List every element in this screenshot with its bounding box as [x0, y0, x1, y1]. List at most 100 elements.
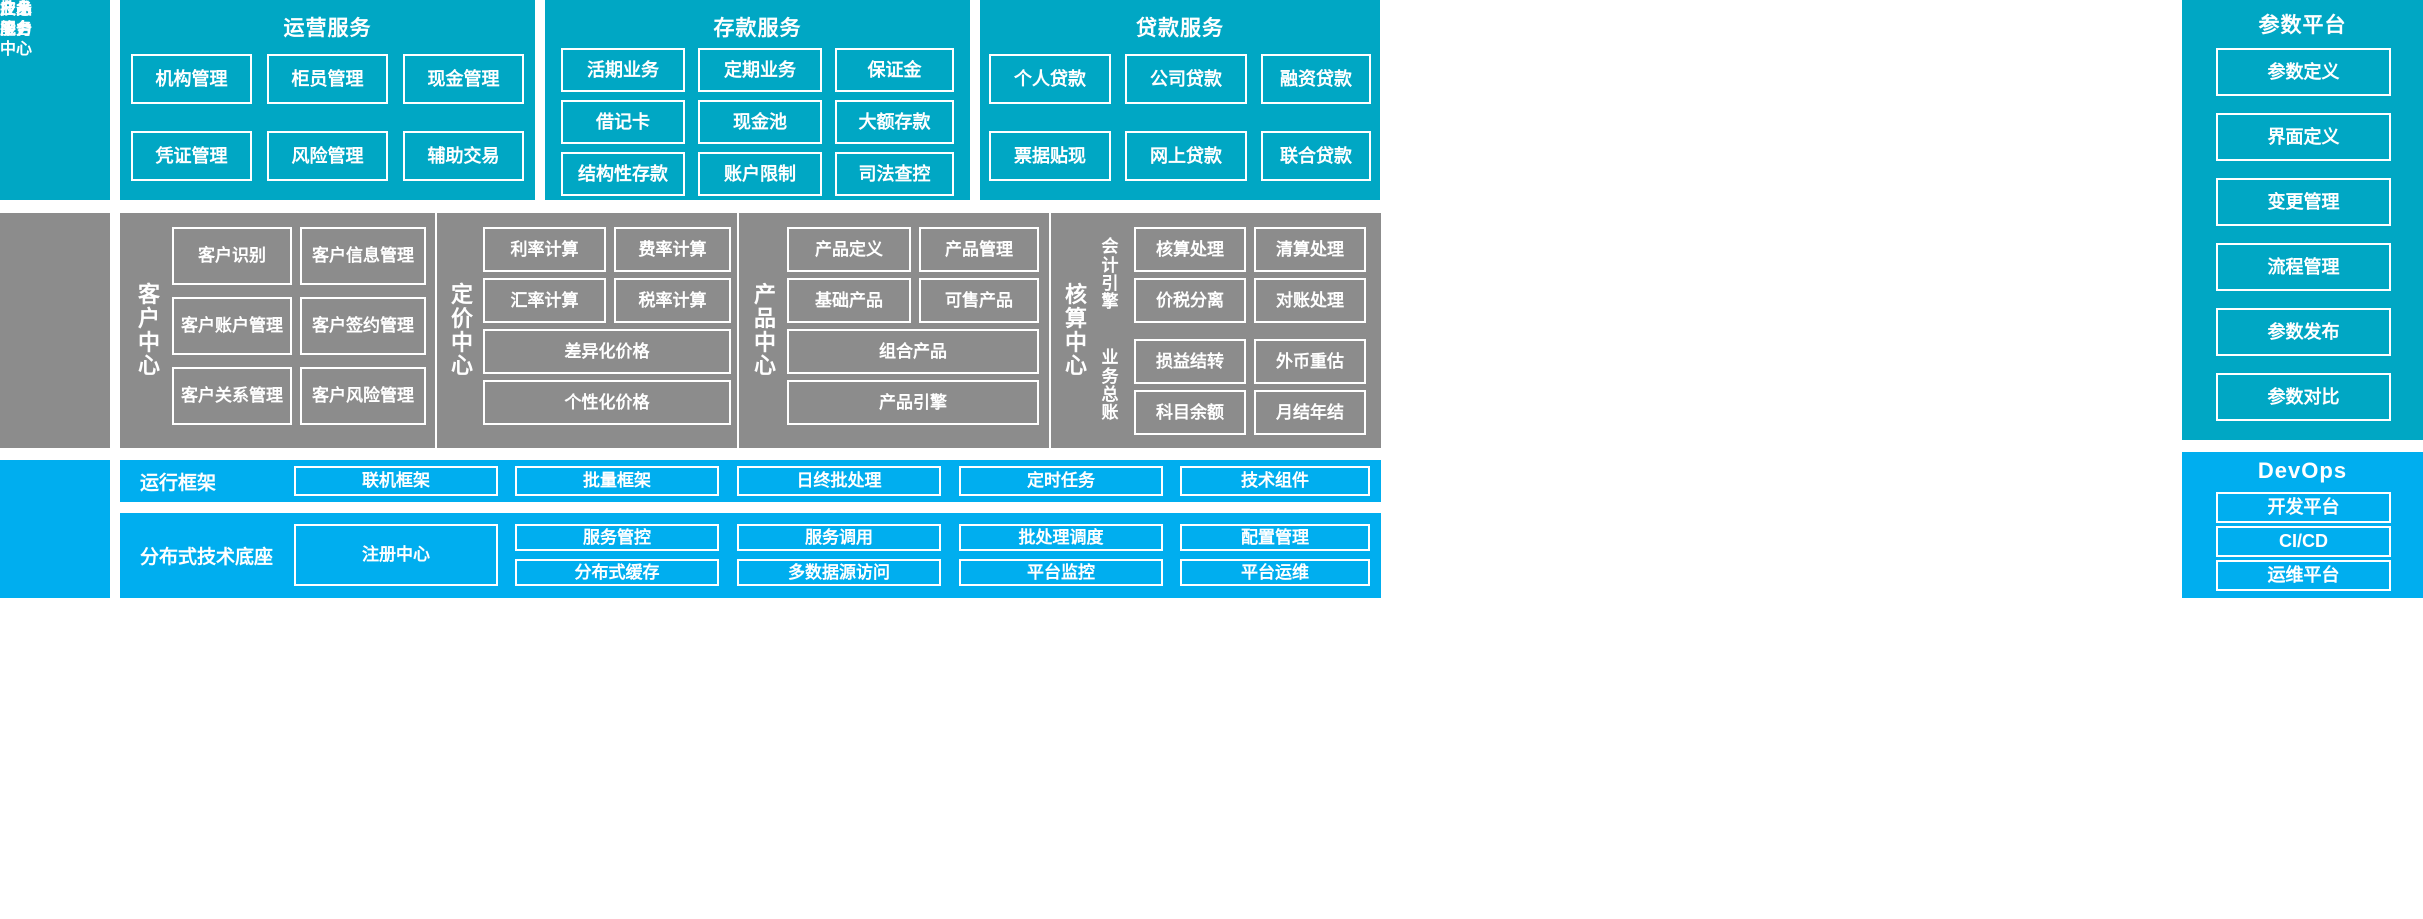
accounting-center-label: 核算中心 [1064, 282, 1087, 379]
box-customer-item[interactable]: 客户风险管理 [300, 367, 426, 425]
runtime-framework-label: 运行框架 [140, 472, 217, 494]
box-customer-item[interactable]: 客户账户管理 [172, 297, 292, 355]
box-tech-base-item[interactable]: 多数据源访问 [737, 559, 941, 586]
box-parameter-item[interactable]: 参数对比 [2216, 373, 2391, 421]
devops-title: DevOps [2257, 458, 2348, 483]
box-operations-item[interactable]: 风险管理 [267, 131, 388, 181]
band-product-service [0, 0, 110, 200]
box-tech-base-item[interactable]: 配置管理 [1180, 524, 1370, 551]
box-operations-item[interactable]: 现金管理 [403, 54, 524, 104]
box-tech-base-item[interactable]: 分布式缓存 [515, 559, 719, 586]
box-pricing-item[interactable]: 费率计算 [614, 227, 731, 272]
box-customer-item[interactable]: 客户识别 [172, 227, 292, 285]
band-product-service-label: 产品服务 [0, 1, 33, 38]
box-parameter-item[interactable]: 变更管理 [2216, 178, 2391, 226]
box-devops-item[interactable]: 运维平台 [2216, 560, 2391, 591]
panel-runtime-framework: 运行框架 联机框架 批量框架 日终批处理 定时任务 技术组件 [120, 460, 1381, 502]
panel-tech-base: 分布式技术底座 注册中心 服务管控 服务调用 批处理调度 配置管理 分布式缓存 … [120, 513, 1381, 598]
box-pricing-wide-item[interactable]: 个性化价格 [483, 380, 731, 425]
box-deposit-item[interactable]: 现金池 [698, 100, 822, 144]
box-devops-item[interactable]: 开发平台 [2216, 492, 2391, 523]
panel-pricing-center: 定价中心 利率计算 费率计算 汇率计算 税率计算 差异化价格 个性化价格 [437, 213, 737, 448]
operations-service-title: 运营服务 [283, 17, 372, 40]
box-deposit-item[interactable]: 司法查控 [835, 152, 954, 196]
box-deposit-item[interactable]: 借记卡 [561, 100, 685, 144]
panel-loan-service: 贷款服务 个人贷款 公司贷款 融资贷款 票据贴现 网上贷款 联合贷款 [980, 0, 1380, 200]
box-deposit-item[interactable]: 保证金 [835, 48, 954, 92]
box-runtime-item[interactable]: 技术组件 [1180, 466, 1370, 496]
box-deposit-item[interactable]: 定期业务 [698, 48, 822, 92]
box-loan-item[interactable]: 联合贷款 [1261, 131, 1371, 181]
box-product-item[interactable]: 产品管理 [919, 227, 1039, 272]
box-accounting-engine-item[interactable]: 价税分离 [1134, 278, 1246, 323]
box-accounting-engine-item[interactable]: 清算处理 [1254, 227, 1366, 272]
box-operations-item[interactable]: 柜员管理 [267, 54, 388, 104]
box-runtime-item[interactable]: 联机框架 [294, 466, 498, 496]
band-capability-center [0, 213, 110, 448]
box-parameter-item[interactable]: 界面定义 [2216, 113, 2391, 161]
box-product-wide-item[interactable]: 产品引擎 [787, 380, 1039, 425]
box-accounting-ledger-item[interactable]: 外币重估 [1254, 339, 1366, 384]
box-accounting-engine-item[interactable]: 核算处理 [1134, 227, 1246, 272]
band-capability-center-label: 业务能力中心 [0, 1, 33, 58]
box-deposit-item[interactable]: 活期业务 [561, 48, 685, 92]
accounting-sub-label-engine: 会计引擎 [1101, 237, 1119, 312]
band-tech-platform [0, 460, 110, 598]
box-loan-item[interactable]: 融资贷款 [1261, 54, 1371, 104]
box-accounting-engine-item[interactable]: 对账处理 [1254, 278, 1366, 323]
box-product-wide-item[interactable]: 组合产品 [787, 329, 1039, 374]
box-runtime-item[interactable]: 批量框架 [515, 466, 719, 496]
box-tech-base-item[interactable]: 平台运维 [1180, 559, 1370, 586]
box-loan-item[interactable]: 公司贷款 [1125, 54, 1247, 104]
box-tech-base-item[interactable]: 平台监控 [959, 559, 1163, 586]
box-operations-item[interactable]: 凭证管理 [131, 131, 252, 181]
panel-devops: DevOps 开发平台 CI/CD 运维平台 [2182, 452, 2423, 598]
box-parameter-item[interactable]: 流程管理 [2216, 243, 2391, 291]
box-pricing-wide-item[interactable]: 差异化价格 [483, 329, 731, 374]
box-product-item[interactable]: 可售产品 [919, 278, 1039, 323]
box-accounting-ledger-item[interactable]: 损益结转 [1134, 339, 1246, 384]
panel-deposit-service: 存款服务 活期业务 定期业务 保证金 借记卡 现金池 大额存款 结构性存款 账户… [545, 0, 970, 200]
panel-product-center: 产品中心 产品定义 产品管理 基础产品 可售产品 组合产品 产品引擎 [739, 213, 1049, 448]
box-parameter-item[interactable]: 参数定义 [2216, 48, 2391, 96]
panel-customer-center: 客户中心 客户识别 客户信息管理 客户账户管理 客户签约管理 客户关系管理 客户… [120, 213, 435, 448]
box-deposit-item[interactable]: 结构性存款 [561, 152, 685, 196]
panel-parameter-platform: 参数平台 参数定义 界面定义 变更管理 流程管理 参数发布 参数对比 [2182, 0, 2423, 440]
box-customer-item[interactable]: 客户信息管理 [300, 227, 426, 285]
box-tech-base-item[interactable]: 服务调用 [737, 524, 941, 551]
box-product-item[interactable]: 基础产品 [787, 278, 911, 323]
loan-service-title: 贷款服务 [1136, 17, 1224, 40]
box-pricing-item[interactable]: 利率计算 [483, 227, 606, 272]
box-customer-item[interactable]: 客户关系管理 [172, 367, 292, 425]
band-tech-platform-label: 技术平台 [0, 1, 33, 38]
box-parameter-item[interactable]: 参数发布 [2216, 308, 2391, 356]
box-pricing-item[interactable]: 税率计算 [614, 278, 731, 323]
pricing-center-label: 定价中心 [450, 282, 473, 379]
customer-center-label: 客户中心 [137, 282, 160, 379]
box-operations-item[interactable]: 机构管理 [131, 54, 252, 104]
product-center-label: 产品中心 [753, 282, 776, 379]
deposit-service-title: 存款服务 [713, 17, 802, 40]
box-product-item[interactable]: 产品定义 [787, 227, 911, 272]
parameter-platform-title: 参数平台 [2258, 14, 2347, 37]
accounting-sub-label-ledger: 业务总账 [1101, 348, 1119, 423]
box-deposit-item[interactable]: 账户限制 [698, 152, 822, 196]
box-pricing-item[interactable]: 汇率计算 [483, 278, 606, 323]
box-loan-item[interactable]: 票据贴现 [989, 131, 1111, 181]
box-loan-item[interactable]: 个人贷款 [989, 54, 1111, 104]
box-customer-item[interactable]: 客户签约管理 [300, 297, 426, 355]
box-accounting-ledger-item[interactable]: 月结年结 [1254, 390, 1366, 435]
panel-operations-service: 运营服务 机构管理 柜员管理 现金管理 凭证管理 风险管理 辅助交易 [120, 0, 535, 200]
box-loan-item[interactable]: 网上贷款 [1125, 131, 1247, 181]
box-registry-center[interactable]: 注册中心 [294, 524, 498, 586]
box-tech-base-item[interactable]: 批处理调度 [959, 524, 1163, 551]
tech-base-label: 分布式技术底座 [140, 547, 274, 568]
box-devops-item[interactable]: CI/CD [2216, 526, 2391, 557]
box-accounting-ledger-item[interactable]: 科目余额 [1134, 390, 1246, 435]
box-deposit-item[interactable]: 大额存款 [835, 100, 954, 144]
box-runtime-item[interactable]: 日终批处理 [737, 466, 941, 496]
box-runtime-item[interactable]: 定时任务 [959, 466, 1163, 496]
box-operations-item[interactable]: 辅助交易 [403, 131, 524, 181]
box-tech-base-item[interactable]: 服务管控 [515, 524, 719, 551]
